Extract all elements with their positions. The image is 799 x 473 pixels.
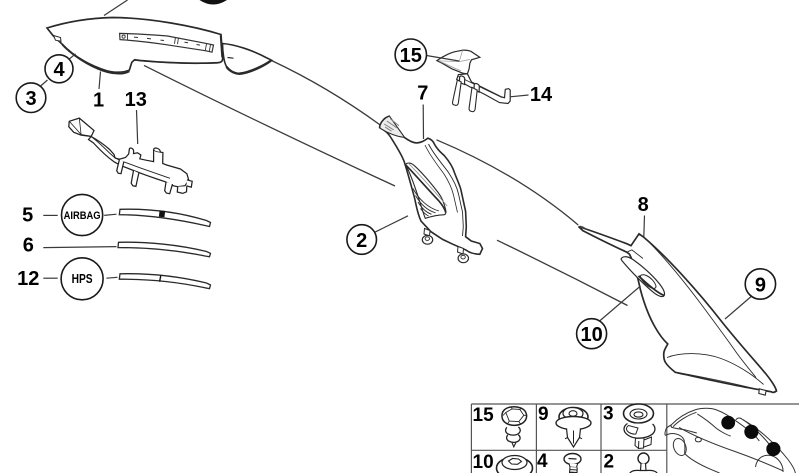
svg-text:AIRBAG: AIRBAG <box>64 210 101 222</box>
svg-text:4: 4 <box>53 59 65 81</box>
svg-text:15: 15 <box>400 45 422 67</box>
svg-text:5: 5 <box>22 205 33 227</box>
svg-text:7: 7 <box>417 83 428 105</box>
svg-text:1: 1 <box>93 90 104 112</box>
svg-text:2: 2 <box>356 230 367 252</box>
svg-text:9: 9 <box>755 275 766 297</box>
svg-text:6: 6 <box>23 235 34 257</box>
svg-text:3: 3 <box>603 404 614 425</box>
svg-text:13: 13 <box>125 89 147 111</box>
svg-text:4: 4 <box>537 451 548 472</box>
svg-text:8: 8 <box>638 194 649 216</box>
svg-text:12: 12 <box>17 268 39 290</box>
svg-text:10: 10 <box>580 324 602 346</box>
svg-text:HPS: HPS <box>72 271 93 286</box>
svg-text:2: 2 <box>604 452 615 473</box>
svg-text:10: 10 <box>473 452 494 473</box>
svg-text:14: 14 <box>530 84 553 106</box>
svg-text:15: 15 <box>473 405 495 426</box>
svg-text:9: 9 <box>538 404 549 425</box>
svg-text:3: 3 <box>25 88 36 110</box>
